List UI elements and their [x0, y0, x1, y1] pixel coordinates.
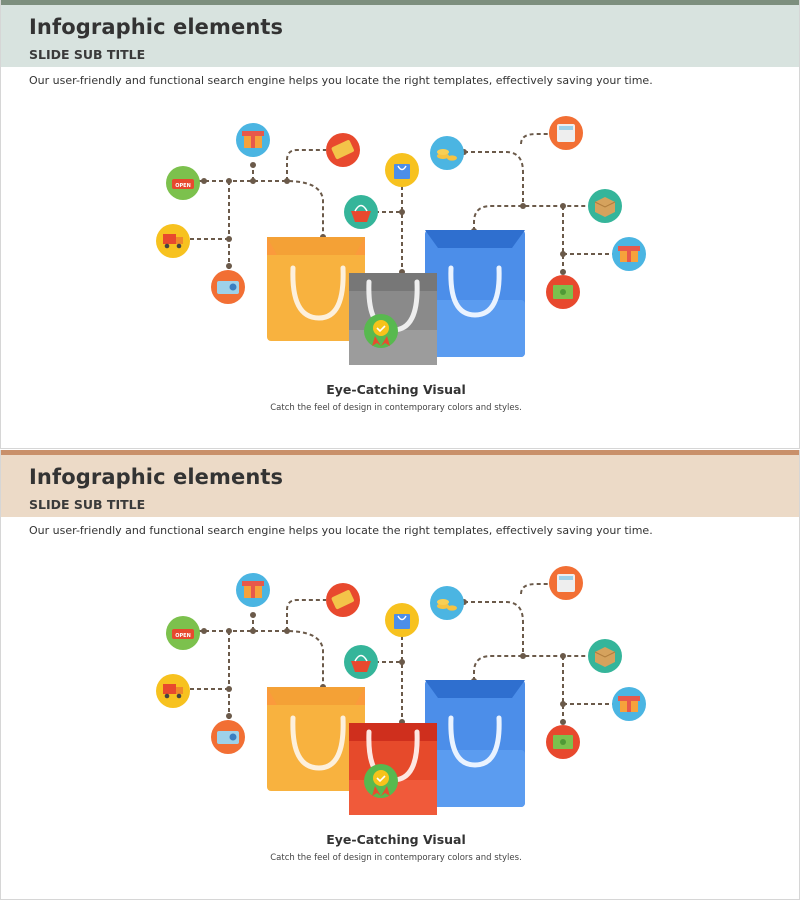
shopping-infographic: OPEN	[156, 116, 646, 365]
svg-text:OPEN: OPEN	[175, 183, 191, 189]
delivery-truck-icon	[156, 674, 190, 708]
caption-text: Catch the feel of design in contemporary…	[270, 853, 522, 863]
slide-description: Our user-friendly and functional search …	[29, 74, 653, 87]
slide-subtitle: SLIDE SUB TITLE	[29, 497, 146, 512]
ticket-icon	[326, 583, 360, 617]
shopping-bag-icon	[385, 603, 419, 637]
gift-box-icon	[612, 687, 646, 721]
caption-text: Catch the feel of design in contemporary…	[270, 403, 522, 413]
slide-header: Infographic elements SLIDE SUB TITLE	[1, 455, 799, 517]
slide-top-bar	[1, 450, 799, 455]
orange-shopping-bag	[267, 237, 365, 341]
shopping-infographic: OPEN	[156, 566, 646, 815]
orange-shopping-bag	[267, 687, 365, 791]
slide-top-bar	[1, 0, 799, 5]
coins-icon	[430, 136, 464, 170]
gift-icon	[236, 123, 270, 157]
slide-title: Infographic elements	[29, 15, 284, 39]
radio-icon	[211, 270, 245, 304]
connector-lines	[190, 133, 613, 282]
blue-shopping-bag	[425, 680, 525, 807]
connector-lines	[190, 583, 613, 732]
delivery-truck-icon	[156, 224, 190, 258]
money-icon	[546, 725, 580, 759]
package-box-icon	[588, 639, 622, 673]
calculator-icon	[549, 116, 583, 150]
slide-header: Infographic elements SLIDE SUB TITLE	[1, 5, 799, 67]
slide-subtitle: SLIDE SUB TITLE	[29, 47, 146, 62]
slide-title: Infographic elements	[29, 465, 284, 489]
gift-icon	[236, 573, 270, 607]
caption-title: Eye-Catching Visual	[326, 832, 466, 847]
svg-text:OPEN: OPEN	[175, 633, 191, 639]
money-icon	[546, 275, 580, 309]
slide-2: Infographic elements SLIDE SUB TITLE Our…	[0, 450, 800, 900]
coins-icon	[430, 586, 464, 620]
radio-icon	[211, 720, 245, 754]
slide-1: Infographic elements SLIDE SUB TITLE Our…	[0, 0, 800, 449]
blue-shopping-bag	[425, 230, 525, 357]
slide-description: Our user-friendly and functional search …	[29, 524, 653, 537]
ticket-icon	[326, 133, 360, 167]
calculator-icon	[549, 566, 583, 600]
caption-title: Eye-Catching Visual	[326, 382, 466, 397]
shopping-basket-icon	[344, 195, 378, 229]
center-shopping-bag	[349, 273, 437, 365]
center-shopping-bag	[349, 723, 437, 815]
package-box-icon	[588, 189, 622, 223]
shopping-bag-icon	[385, 153, 419, 187]
gift-box-icon	[612, 237, 646, 271]
open-sign-icon: OPEN	[166, 166, 200, 200]
open-sign-icon: OPEN	[166, 616, 200, 650]
shopping-basket-icon	[344, 645, 378, 679]
